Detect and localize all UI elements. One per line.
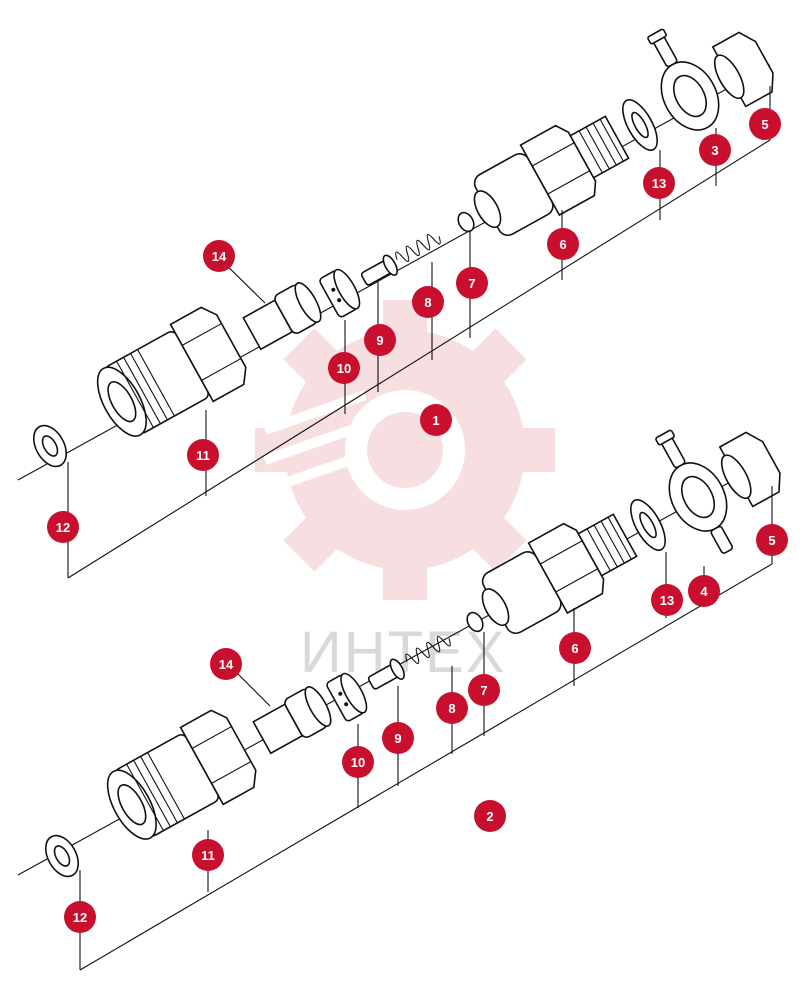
part-spring-8 bbox=[395, 234, 441, 262]
part-nut-5 bbox=[718, 431, 781, 508]
part-pin-9 bbox=[367, 658, 405, 690]
callout-badge-10: 10 bbox=[328, 352, 360, 384]
callout-badge-9: 9 bbox=[364, 324, 396, 356]
part-nozzle-body-11 bbox=[106, 709, 257, 840]
callout-badge-13: 13 bbox=[643, 167, 675, 199]
callout-number: 9 bbox=[376, 333, 383, 348]
callout-badge-11: 11 bbox=[192, 839, 224, 871]
assembly-2 bbox=[17, 429, 781, 971]
callout-badge-14: 14 bbox=[203, 240, 235, 272]
callout-badge-4: 4 bbox=[688, 575, 720, 607]
part-banjo-4 bbox=[655, 429, 734, 554]
callout-badges: 1 14 10 9 8 7 6 13 3 5 11 12 2 14 10 9 8 7 6 13 4 5 11 12 bbox=[47, 108, 788, 933]
part-washer-13 bbox=[622, 99, 658, 151]
callout-badge-5: 5 bbox=[756, 524, 788, 556]
assembly-label-badge: 2 bbox=[474, 800, 506, 832]
callout-number: 13 bbox=[652, 176, 666, 191]
callout-number: 12 bbox=[73, 910, 87, 925]
part-spacer-10 bbox=[326, 672, 368, 722]
part-holder-6 bbox=[481, 513, 638, 635]
part-needle-14 bbox=[252, 686, 332, 755]
callout-badge-10: 10 bbox=[342, 746, 374, 778]
callout-number: 9 bbox=[394, 731, 401, 746]
callout-number: 6 bbox=[571, 641, 578, 656]
callout-number: 12 bbox=[56, 520, 70, 535]
part-pin-9 bbox=[360, 254, 398, 286]
part-nut-5 bbox=[711, 31, 774, 108]
callout-number: 2 bbox=[486, 809, 493, 824]
callout-number: 3 bbox=[711, 143, 718, 158]
callout-badge-12: 12 bbox=[47, 511, 79, 543]
part-nozzle-body-11 bbox=[96, 306, 247, 437]
callout-number: 11 bbox=[201, 848, 215, 863]
callout-badge-7: 7 bbox=[456, 267, 488, 299]
callout-number: 13 bbox=[660, 593, 674, 608]
part-washer-13 bbox=[630, 499, 666, 551]
callout-badge-13: 13 bbox=[651, 584, 683, 616]
watermark-gear-logo bbox=[255, 300, 555, 600]
callout-badge-12: 12 bbox=[64, 901, 96, 933]
callout-number: 10 bbox=[337, 361, 351, 376]
part-pin-7 bbox=[457, 211, 475, 233]
callout-number: 11 bbox=[196, 448, 210, 463]
callout-badge-9: 9 bbox=[382, 722, 414, 754]
callout-badge-3: 3 bbox=[699, 134, 731, 166]
callout-number: 4 bbox=[700, 584, 708, 599]
callout-number: 14 bbox=[219, 657, 234, 672]
callout-number: 10 bbox=[351, 755, 365, 770]
callout-number: 5 bbox=[768, 533, 775, 548]
callout-badge-5: 5 bbox=[749, 108, 781, 140]
callout-number: 7 bbox=[480, 683, 487, 698]
callout-badge-6: 6 bbox=[547, 228, 579, 260]
callout-badge-11: 11 bbox=[187, 439, 219, 471]
callout-badge-8: 8 bbox=[436, 692, 468, 724]
part-washer-12 bbox=[32, 424, 68, 468]
part-spacer-10 bbox=[319, 268, 361, 318]
part-pin-7 bbox=[466, 611, 484, 633]
callout-badge-8: 8 bbox=[412, 286, 444, 318]
part-holder-6 bbox=[473, 115, 630, 237]
callout-badge-7: 7 bbox=[468, 674, 500, 706]
part-banjo-3 bbox=[647, 28, 720, 131]
callout-number: 8 bbox=[448, 701, 455, 716]
callout-number: 8 bbox=[424, 295, 431, 310]
part-spring-8 bbox=[405, 636, 451, 664]
callout-number: 7 bbox=[468, 276, 475, 291]
callout-number: 6 bbox=[559, 237, 566, 252]
callout-badge-6: 6 bbox=[559, 632, 591, 664]
assembly-label-badge: 1 bbox=[420, 404, 452, 436]
callout-number: 5 bbox=[761, 117, 768, 132]
callout-badge-14: 14 bbox=[210, 648, 242, 680]
assembly-1 bbox=[17, 28, 774, 579]
callout-number: 1 bbox=[432, 413, 439, 428]
callout-number: 14 bbox=[212, 249, 227, 264]
part-needle-14 bbox=[242, 282, 322, 351]
part-washer-12 bbox=[44, 834, 80, 878]
